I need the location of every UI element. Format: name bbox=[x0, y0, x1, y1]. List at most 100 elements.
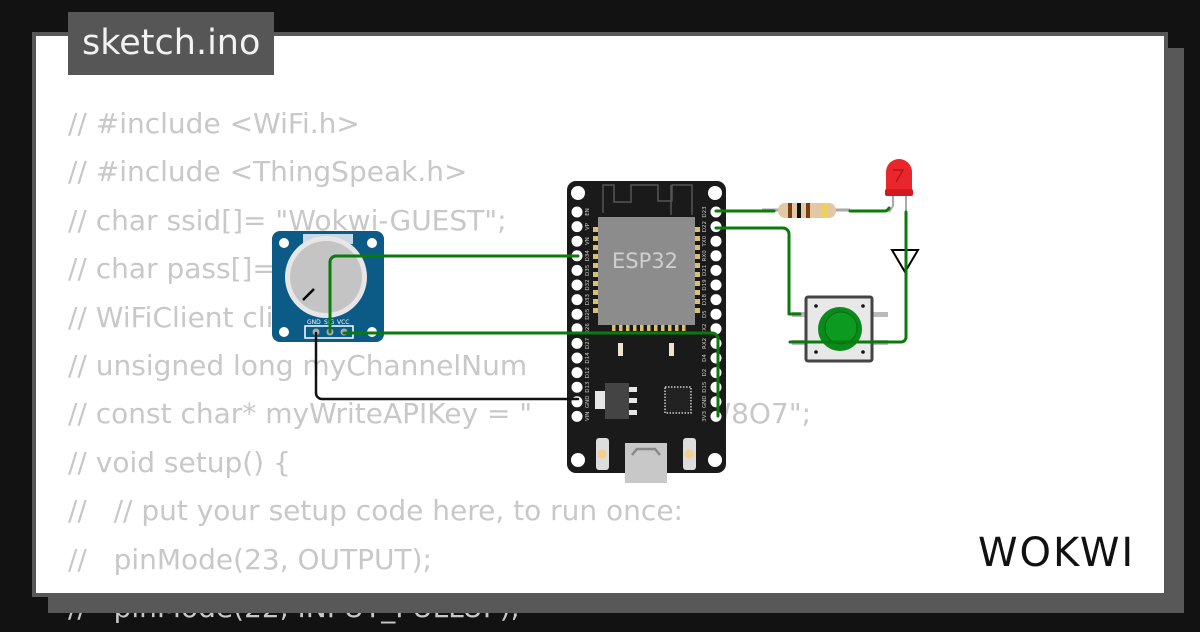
module-pads bbox=[593, 227, 700, 331]
pin-d2[interactable] bbox=[710, 367, 722, 379]
module-pad bbox=[695, 299, 700, 304]
module-pad bbox=[593, 281, 598, 286]
pin-label: D32 bbox=[585, 279, 591, 290]
wire-resistor-led[interactable] bbox=[848, 206, 891, 213]
pin-d33[interactable] bbox=[571, 294, 583, 306]
resistor-band bbox=[797, 203, 801, 218]
button-dot bbox=[814, 304, 818, 308]
code-line: // unsigned long myChannelNum 73; bbox=[68, 348, 680, 382]
pin-d19[interactable] bbox=[710, 279, 722, 291]
regulator-tab bbox=[595, 391, 605, 409]
pin-d13[interactable] bbox=[571, 381, 583, 393]
pin-label: D34 bbox=[585, 250, 591, 262]
resistor-band bbox=[822, 203, 827, 218]
pin-label: VP bbox=[585, 222, 591, 230]
pin-d32[interactable] bbox=[571, 279, 583, 291]
pin-label: D18 bbox=[702, 293, 708, 305]
wires bbox=[314, 206, 908, 418]
pin-vp[interactable] bbox=[571, 221, 583, 233]
pin-d14[interactable] bbox=[571, 352, 583, 364]
pin-label: GND bbox=[702, 395, 708, 408]
module-pad bbox=[593, 254, 598, 259]
pin-d18[interactable] bbox=[710, 294, 722, 306]
pin-vin[interactable] bbox=[571, 410, 583, 422]
button-cap-top bbox=[824, 311, 858, 345]
pin-d5[interactable] bbox=[710, 308, 722, 320]
module-pad bbox=[695, 254, 700, 259]
potentiometer[interactable]: GND SIG VCC bbox=[272, 231, 384, 342]
module-pad bbox=[695, 236, 700, 241]
pin-label: D5 bbox=[702, 310, 708, 318]
pin-label: D15 bbox=[702, 381, 708, 393]
code-line: // #include <ThingSpeak.h> bbox=[68, 155, 468, 189]
pot-knob[interactable] bbox=[290, 241, 362, 313]
module-pad bbox=[695, 272, 700, 277]
pin-tx2[interactable] bbox=[710, 323, 722, 335]
pin-d25[interactable] bbox=[571, 308, 583, 320]
pin-d35[interactable] bbox=[571, 264, 583, 276]
pin-label: D2 bbox=[702, 369, 708, 377]
pin-en[interactable] bbox=[571, 206, 583, 218]
pin-rx0[interactable] bbox=[710, 250, 722, 262]
pin-d27[interactable] bbox=[571, 337, 583, 349]
mount-hole bbox=[708, 453, 722, 467]
file-tab[interactable]: sketch.ino bbox=[68, 12, 275, 75]
module-pad bbox=[695, 245, 700, 250]
code-line: // pinMode(23, OUTPUT); bbox=[68, 542, 432, 576]
usb-uart-chip bbox=[664, 386, 692, 414]
module-pad bbox=[661, 325, 665, 331]
module-pad bbox=[695, 308, 700, 313]
pin-label: RX2 bbox=[702, 338, 708, 349]
pin-label: VN bbox=[585, 237, 591, 245]
wire-vcc-3v3[interactable] bbox=[342, 331, 720, 418]
module-pad bbox=[654, 325, 658, 331]
panel-shadow-bottom bbox=[48, 593, 1184, 613]
module-pad bbox=[593, 263, 598, 268]
esp32-board[interactable]: ESP32 ENVPVND34D35D32D33D25D26D27D14D12D… bbox=[567, 181, 726, 483]
pin-tx0[interactable] bbox=[710, 235, 722, 247]
mount-hole bbox=[279, 327, 289, 337]
pin-label: GND bbox=[585, 395, 591, 408]
pin-label: D26 bbox=[585, 323, 591, 335]
module-pad bbox=[593, 290, 598, 295]
pin-gnd[interactable] bbox=[710, 396, 722, 408]
button-dot bbox=[814, 350, 818, 354]
red-led[interactable] bbox=[885, 159, 913, 213]
wire-gnd[interactable] bbox=[314, 331, 580, 401]
code-line: // // put your setup code here, to run o… bbox=[68, 494, 683, 528]
module-pad bbox=[593, 272, 598, 277]
wire-d22-button[interactable] bbox=[714, 226, 802, 316]
module-pad bbox=[593, 299, 598, 304]
esp32-module bbox=[598, 217, 695, 325]
pin-d21[interactable] bbox=[710, 264, 722, 276]
mount-hole bbox=[571, 186, 585, 200]
wokwi-logo: WOKWI bbox=[978, 530, 1133, 576]
led-reflector bbox=[893, 169, 905, 183]
pin-d12[interactable] bbox=[571, 367, 583, 379]
module-pad bbox=[593, 236, 598, 241]
module-pad bbox=[626, 325, 630, 331]
pin-vn[interactable] bbox=[571, 235, 583, 247]
module-pad bbox=[675, 325, 679, 331]
module-pad bbox=[647, 325, 651, 331]
wire-led-button[interactable] bbox=[788, 210, 908, 344]
pin-label: D25 bbox=[585, 308, 591, 320]
pushbutton[interactable] bbox=[792, 295, 888, 363]
resistor-band bbox=[788, 203, 792, 218]
voltage-regulator bbox=[605, 383, 629, 419]
pin-label: D4 bbox=[702, 354, 708, 362]
pin-label: D19 bbox=[702, 279, 708, 291]
pin-d4[interactable] bbox=[710, 352, 722, 364]
wire-sig-d34[interactable] bbox=[328, 254, 580, 334]
module-pad bbox=[633, 325, 637, 331]
pin-rx2[interactable] bbox=[710, 337, 722, 349]
antenna-trace bbox=[602, 184, 693, 215]
pin-3v3[interactable] bbox=[710, 410, 722, 422]
pin-d15[interactable] bbox=[710, 381, 722, 393]
button-dot bbox=[861, 350, 865, 354]
pot-knob-indicator bbox=[302, 288, 315, 301]
smd-led bbox=[618, 343, 623, 356]
code-line: // char ssid[]= "Wokwi-GUEST"; bbox=[68, 203, 507, 237]
resistor[interactable] bbox=[762, 203, 850, 218]
